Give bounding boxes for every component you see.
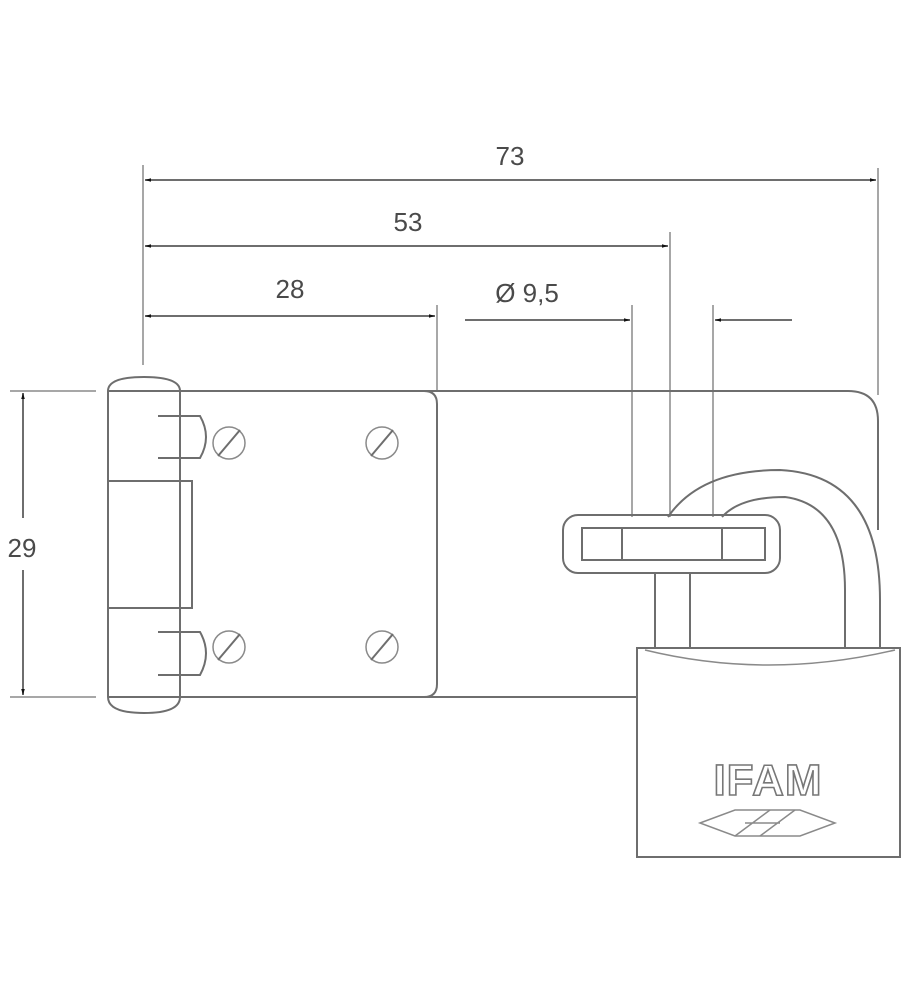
padlock-brand-logo: IFAM xyxy=(713,756,822,805)
dimension-label-diameter: Ø 9,5 xyxy=(495,278,559,308)
mounting-plate xyxy=(180,390,438,698)
screw-icon xyxy=(212,426,246,460)
hinge-tab-top xyxy=(158,415,207,459)
dimension-label-53: 53 xyxy=(394,207,423,237)
padlock-case xyxy=(636,647,901,858)
hasp xyxy=(107,375,879,715)
dimension-diameter: Ø 9,5 xyxy=(465,278,792,517)
screw-icon xyxy=(365,426,399,460)
brand-emblem-icon xyxy=(697,809,838,837)
dimension-53: 53 xyxy=(145,207,671,517)
shackle-inner xyxy=(721,495,846,648)
hasp-staple xyxy=(562,514,781,574)
staple-outer xyxy=(562,514,781,574)
dimension-label-28: 28 xyxy=(276,274,305,304)
hasp-strap xyxy=(180,390,879,530)
screw-icon xyxy=(365,630,399,664)
staple-inner xyxy=(581,527,766,561)
hinge-tab-bottom xyxy=(158,631,207,676)
padlock-top-curve xyxy=(644,649,896,666)
dimension-29: 29 xyxy=(8,390,96,698)
padlock-shackle xyxy=(654,468,881,648)
dimension-28: 28 xyxy=(145,274,438,391)
screw-icon xyxy=(212,630,246,664)
dimension-label-29: 29 xyxy=(8,533,37,563)
hinge-center-leaf xyxy=(107,480,193,609)
hinge-knuckle xyxy=(107,375,181,715)
dimension-73: 73 xyxy=(142,141,879,395)
dimension-label-73: 73 xyxy=(496,141,525,171)
padlock-body: IFAM xyxy=(636,647,901,858)
shackle-outer xyxy=(667,468,881,648)
